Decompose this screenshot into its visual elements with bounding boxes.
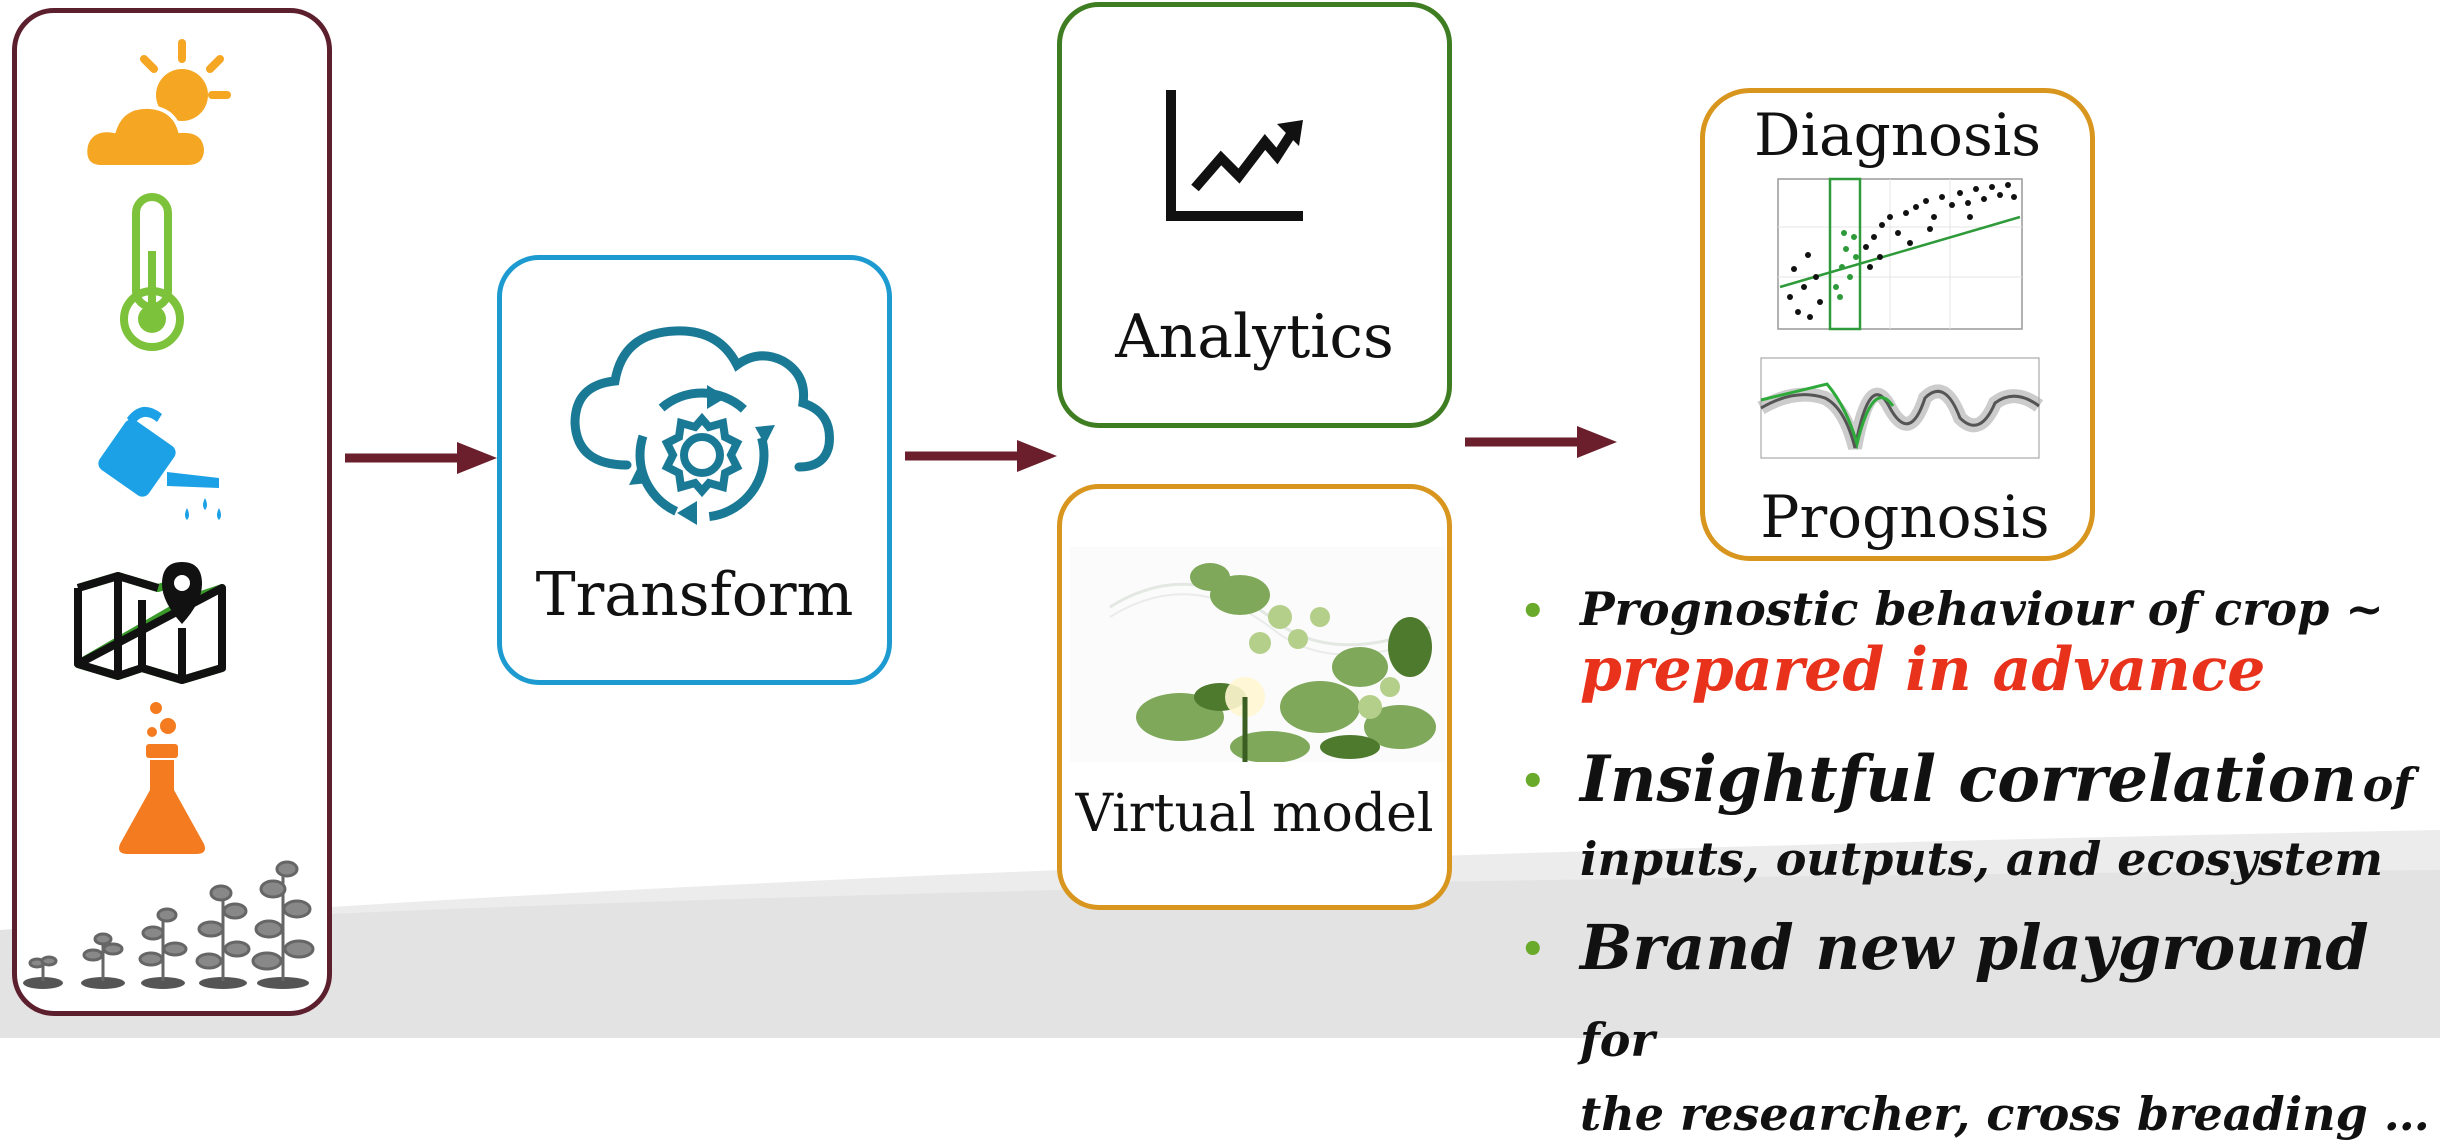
bullet-playground-connector: for <box>1580 1013 1655 1067</box>
plant-growth-icon <box>23 860 315 989</box>
bullet-dot-icon: • <box>1520 588 1546 635</box>
bullet-playground-lead: Brand new playground <box>1580 911 2369 984</box>
diagnosis-scatter-plot <box>1777 177 2023 331</box>
virtual-model-label: Virtual model <box>1075 784 1434 844</box>
bullet-prognostic-emphasis: prepared in advance <box>1580 635 2266 705</box>
analytics-label: Analytics <box>1115 302 1394 372</box>
bullet-correlation-lead: Insightful correlation <box>1580 742 2357 817</box>
sun-cloud-icon <box>83 39 231 169</box>
bullet-correlation-connector: of <box>2362 758 2414 812</box>
bullet-correlation: • Insightful correlation of inputs, outp… <box>1510 742 2430 910</box>
transform-box: Transform <box>497 255 892 685</box>
diagnosis-label: Diagnosis <box>1753 101 2042 169</box>
cloud-gear-icon <box>570 326 834 525</box>
transform-label: Transform <box>535 560 854 630</box>
background-swoosh <box>0 830 2440 1038</box>
inputs-panel <box>12 8 332 1016</box>
virtual-plant-image <box>1070 547 1445 762</box>
bullet-playground-rest: the researcher, cross breading … <box>1580 1087 2430 1141</box>
prognosis-label: Prognosis <box>1760 483 2050 551</box>
bullet-prognostic: • Prognostic behaviour of crop ~ prepare… <box>1510 580 2430 730</box>
bullet-playground: • Brand new playground for the researche… <box>1510 910 2430 1139</box>
arrow-to-diagnosis <box>1465 426 1617 458</box>
bullet-prognostic-lead: Prognostic behaviour of crop ~ <box>1580 582 2384 636</box>
line-chart-icon <box>1166 90 1303 221</box>
watering-can-icon <box>98 406 221 520</box>
bullet-correlation-rest: inputs, outputs, and ecosystem <box>1580 832 2383 886</box>
bullet-dot-icon: • <box>1520 926 1546 973</box>
map-pin-icon <box>74 562 226 684</box>
arrow-transform-to-analytics <box>905 440 1057 472</box>
arrow-inputs-to-transform <box>345 442 497 474</box>
analytics-box: Analytics <box>1057 2 1452 428</box>
thermometer-icon <box>120 193 184 351</box>
flask-icon <box>119 702 205 854</box>
virtual-model-box: Virtual model <box>1057 484 1452 910</box>
benefit-bullets: • Prognostic behaviour of crop ~ prepare… <box>1510 580 2430 1139</box>
prognosis-line-plot <box>1757 357 2044 459</box>
diagnosis-prognosis-box: Diagnosis Prognosis <box>1700 88 2095 561</box>
bullet-dot-icon: • <box>1520 758 1546 805</box>
